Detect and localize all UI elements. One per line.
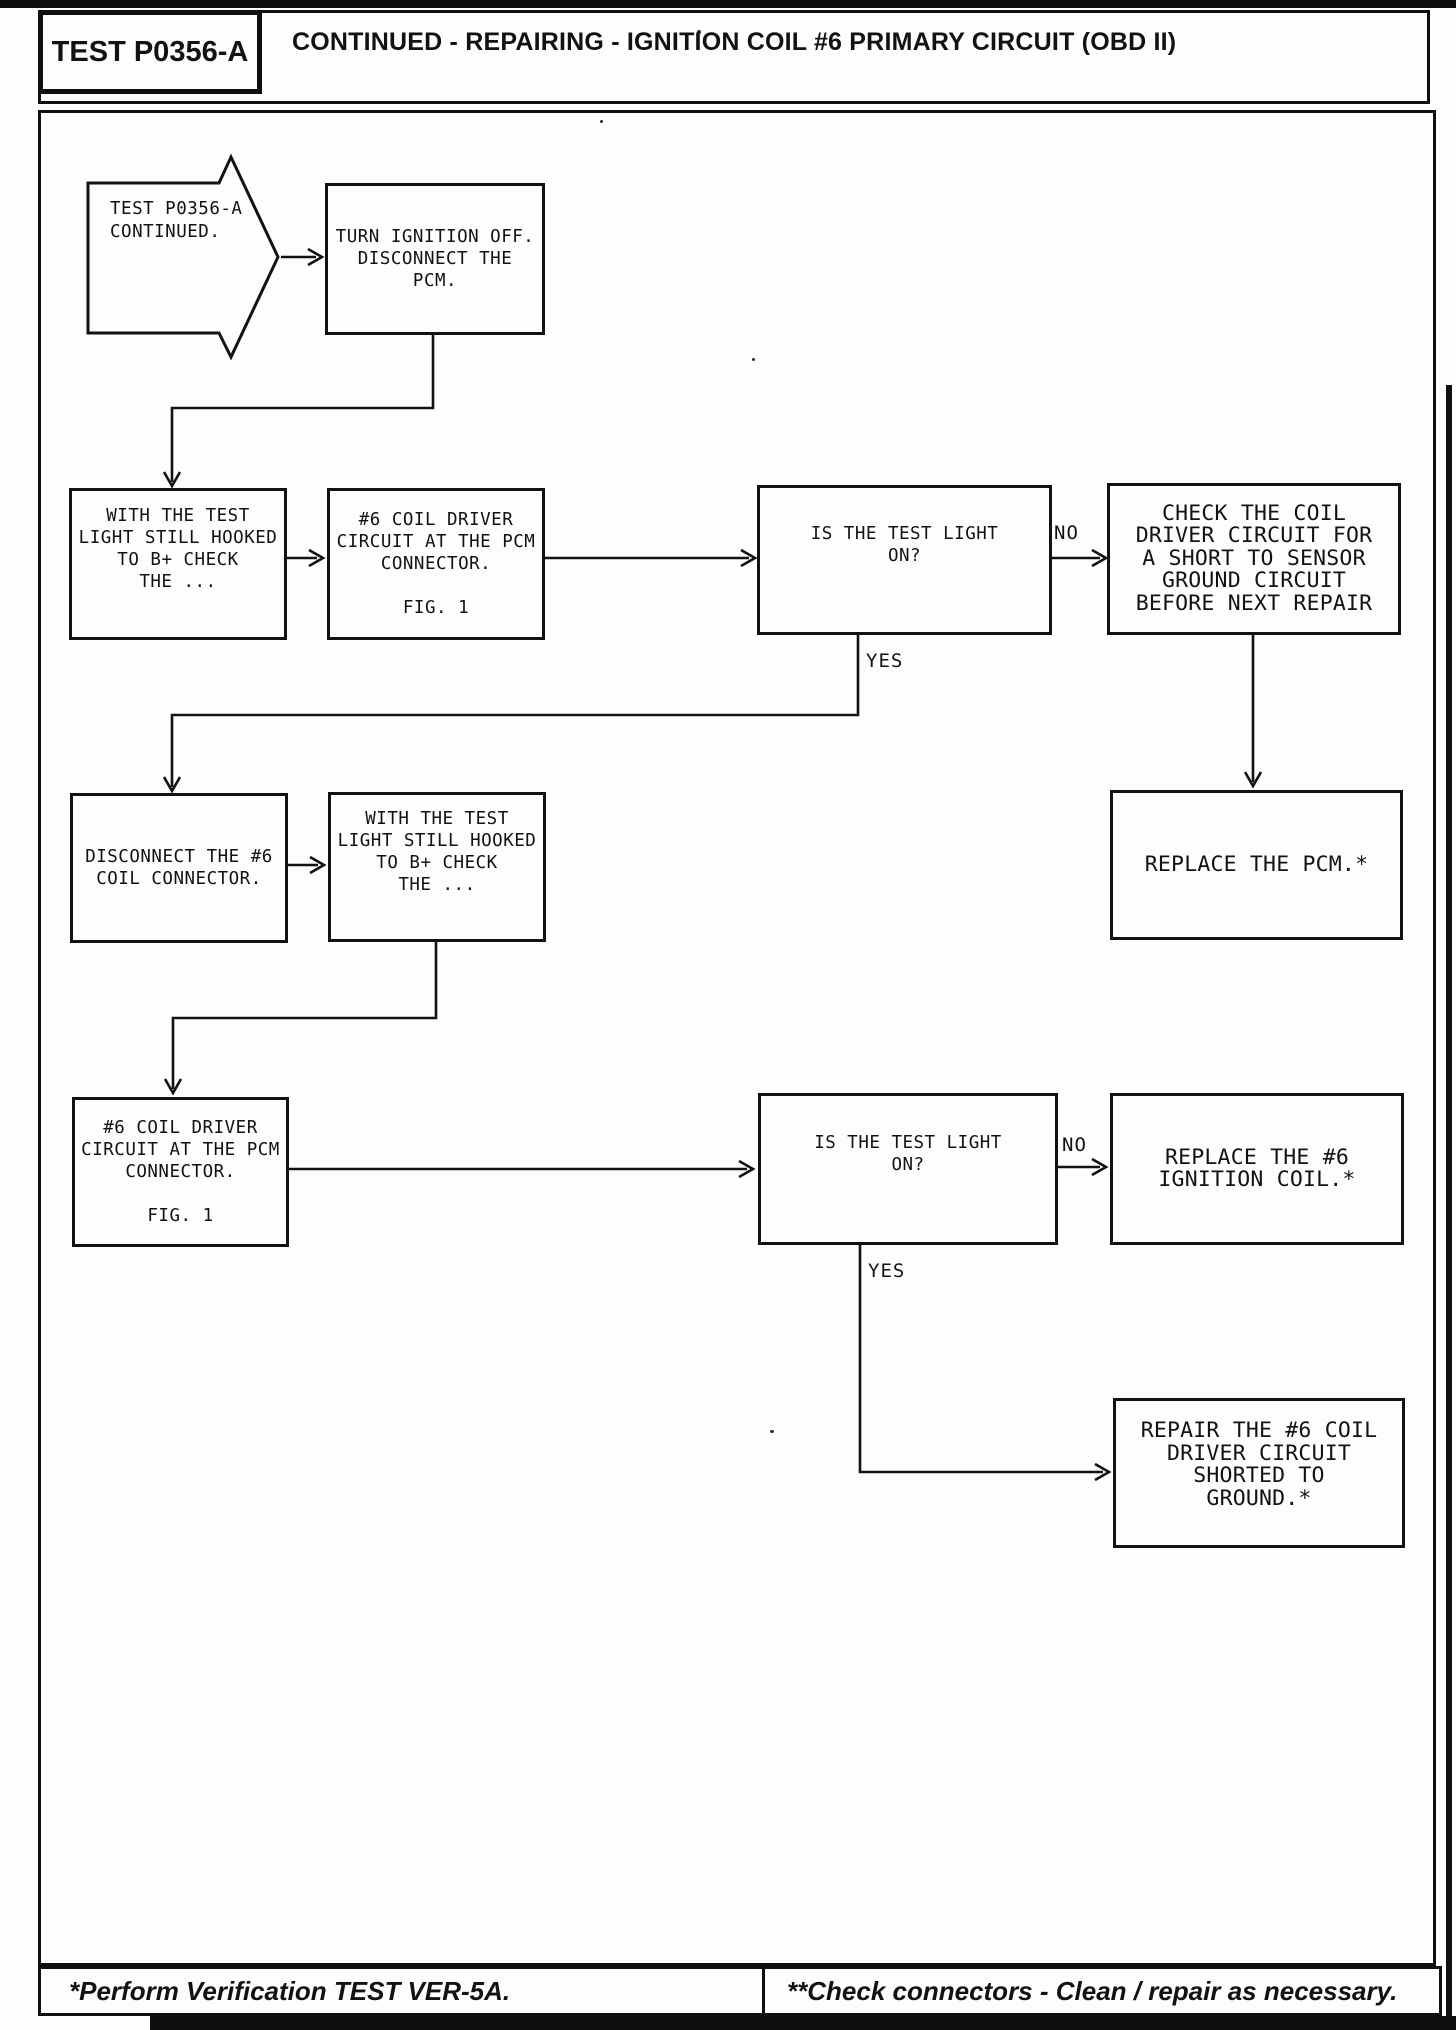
scan-speck — [697, 30, 701, 34]
arrow-yes-2 — [858, 1245, 1112, 1482]
node-turn-ignition-off: TURN IGNITION OFF. DISCONNECT THE PCM. — [325, 183, 545, 335]
branch-label-yes-1: YES — [866, 650, 904, 672]
node-start: TEST P0356-A CONTINUED. — [110, 199, 243, 242]
arrow-test-light-2-to-coil-driver-2 — [163, 941, 438, 1096]
node-disconnect-coil: DISCONNECT THE #6 COIL CONNECTOR. — [70, 793, 288, 943]
header — [38, 10, 1430, 104]
branch-label-no-1: NO — [1054, 522, 1079, 544]
footer-note-2: **Check connectors - Clean / repair as n… — [765, 1969, 1439, 2013]
footer-note-2-text: **Check connectors - Clean / repair as n… — [787, 1975, 1398, 2006]
right-scan-edge-line — [1446, 385, 1452, 2030]
arrow-turn-ignition-to-test-light-1 — [162, 335, 435, 489]
arrow-no-1 — [1052, 548, 1109, 568]
test-id-box: TEST P0356-A — [38, 10, 262, 94]
node-is-test-light-on-2: IS THE TEST LIGHT ON? — [758, 1093, 1058, 1245]
scan-speck — [752, 358, 755, 361]
arrow-no-2 — [1058, 1157, 1109, 1177]
arrow-check-coil-to-replace-pcm — [1243, 635, 1263, 789]
node-check-coil-driver: CHECK THE COIL DRIVER CIRCUIT FOR A SHOR… — [1107, 483, 1401, 635]
arrow-test-light-1-to-coil-driver-1 — [287, 548, 326, 568]
page-title: CONTINUED - REPAIRING - IGNITION COIL #6… — [292, 28, 1177, 56]
footer-note-1-text: *Perform Verification TEST VER-5A. — [69, 1975, 511, 2006]
flowchart-border — [38, 110, 1436, 1966]
arrow-yes-1 — [162, 635, 860, 794]
node-test-light-check-2: WITH THE TEST LIGHT STILL HOOKED TO B+ C… — [328, 792, 546, 942]
arrow-start-to-turn-ignition — [281, 247, 325, 267]
branch-label-yes-2: YES — [868, 1260, 906, 1282]
node-coil-driver-circuit-1: #6 COIL DRIVER CIRCUIT AT THE PCM CONNEC… — [327, 488, 545, 640]
test-id-label: TEST P0356-A — [51, 35, 249, 68]
footer-note-1: *Perform Verification TEST VER-5A. — [41, 1969, 765, 2013]
node-coil-driver-circuit-2: #6 COIL DRIVER CIRCUIT AT THE PCM CONNEC… — [72, 1097, 289, 1247]
node-replace-ignition-coil: REPLACE THE #6 IGNITION COIL.* — [1110, 1093, 1404, 1245]
node-replace-pcm: REPLACE THE PCM.* — [1110, 790, 1403, 940]
node-test-light-check-1: WITH THE TEST LIGHT STILL HOOKED TO B+ C… — [69, 488, 287, 640]
arrow-coil-driver-1-to-question-1 — [545, 548, 758, 568]
scan-speck — [600, 120, 603, 123]
footer: *Perform Verification TEST VER-5A. **Che… — [38, 1966, 1442, 2016]
scan-speck — [770, 1430, 774, 1433]
node-repair-coil-driver: REPAIR THE #6 COIL DRIVER CIRCUIT SHORTE… — [1113, 1398, 1405, 1548]
arrow-disconnect-to-test-light-2 — [288, 855, 327, 875]
top-scan-bar — [0, 0, 1456, 8]
node-is-test-light-on-1: IS THE TEST LIGHT ON? — [757, 485, 1052, 635]
start-node-shape — [86, 153, 280, 361]
arrow-coil-driver-2-to-question-2 — [289, 1159, 756, 1179]
bottom-scan-bar — [150, 2016, 1456, 2030]
branch-label-no-2: NO — [1062, 1134, 1087, 1156]
